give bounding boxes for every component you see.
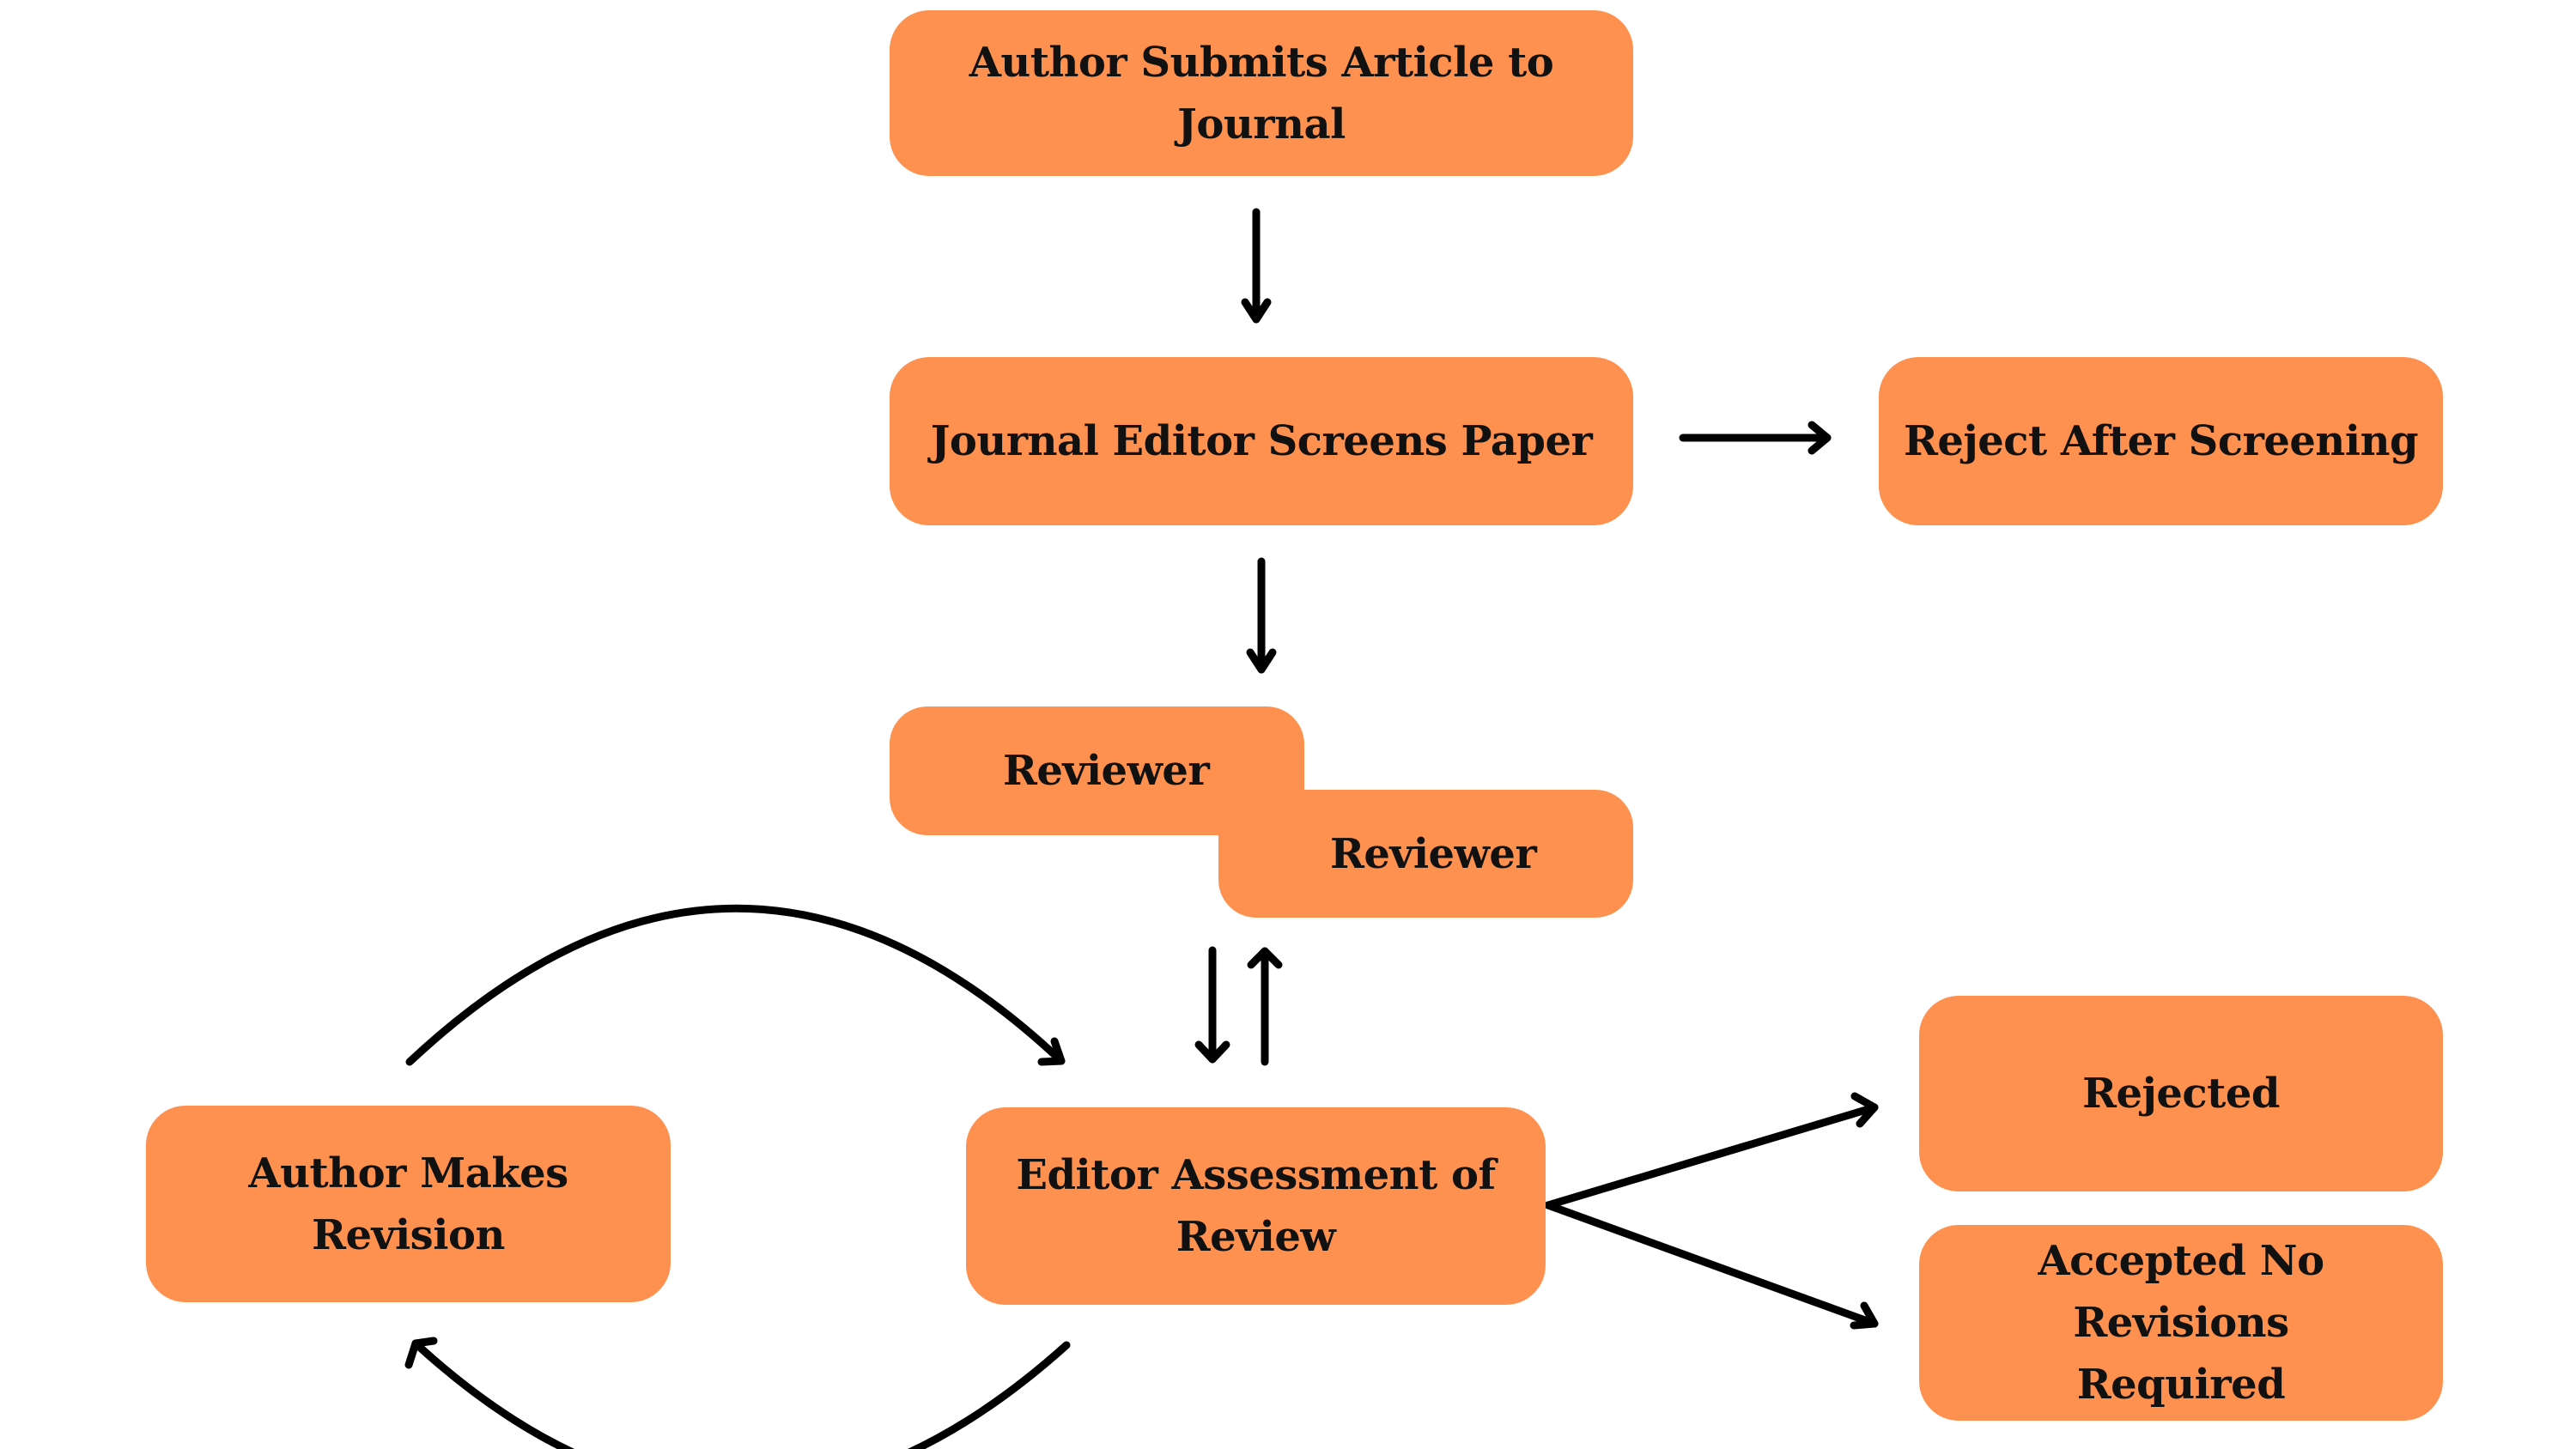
node-label: Author Makes Revision — [248, 1149, 568, 1259]
node-label-line-2: Review — [1176, 1213, 1336, 1261]
node-journal-editor-screens-paper: Journal Editor Screens Paper — [890, 357, 1633, 525]
node-author-submits-article: Author Submits Article to Journal — [890, 10, 1633, 176]
node-editor-assessment-of-review: Editor Assessment of Review — [966, 1107, 1546, 1305]
arrow-editor-to-reviewers — [1247, 947, 1283, 1066]
arrow-editor-to-rejected — [1544, 1092, 1879, 1210]
arrow-submit-to-screen — [1241, 208, 1272, 324]
arrow-reviewers-to-editor — [1194, 946, 1230, 1064]
node-label: Reviewer — [1330, 829, 1537, 878]
arrow-screen-to-reject — [1679, 421, 1832, 455]
node-label-group: Editor Assessment of Review — [1016, 1144, 1496, 1268]
node-rejected: Rejected — [1919, 996, 2443, 1191]
node-label: Reviewer — [1003, 747, 1210, 795]
node-label-line-1: Accepted No Revisions — [2038, 1237, 2324, 1347]
curved-arrow-editor-to-revision — [404, 1337, 1071, 1449]
curved-arrow-revision-to-editor — [405, 904, 1066, 1066]
node-label-group: Accepted No Revisions Required — [1935, 1230, 2427, 1416]
arrow-screen-to-reviewers — [1246, 557, 1277, 674]
node-label-line-2: Required — [2076, 1361, 2286, 1409]
node-label: Rejected — [2082, 1070, 2280, 1118]
reviewer-overlap-joint — [1218, 790, 1304, 835]
node-label: Journal Editor Screens Paper — [930, 417, 1593, 465]
node-accepted-no-revisions: Accepted No Revisions Required — [1919, 1225, 2443, 1421]
arrow-editor-to-accepted — [1544, 1201, 1879, 1330]
node-author-makes-revision: Author Makes Revision — [146, 1106, 671, 1302]
node-reject-after-screening: Reject After Screening — [1879, 357, 2443, 525]
node-label: Reject After Screening — [1903, 417, 2419, 465]
node-label: Author Submits Article to Journal — [969, 38, 1554, 149]
node-label-line-1: Editor Assessment of — [1016, 1151, 1496, 1199]
